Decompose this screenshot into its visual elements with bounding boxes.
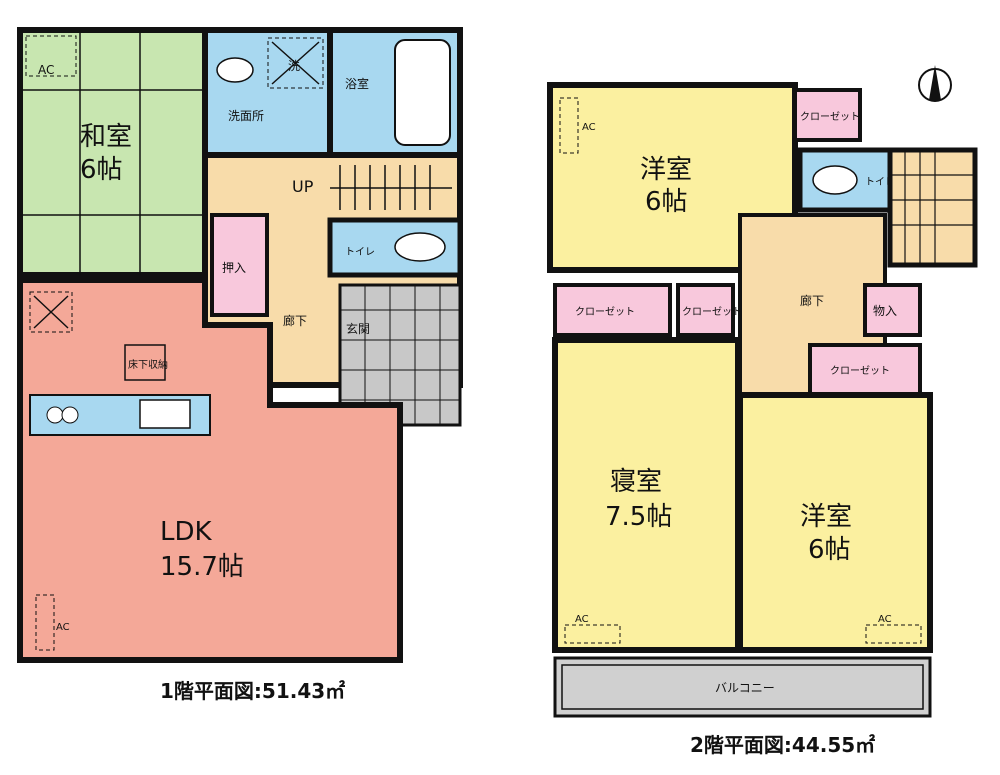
closet-mid-left-label: クローゼット bbox=[575, 306, 635, 318]
stairs-f2 bbox=[887, 147, 978, 268]
washer-box bbox=[267, 37, 324, 89]
senmenjo-label: 洗面所 bbox=[228, 109, 264, 123]
yoshitsu-bottom-room bbox=[737, 392, 933, 653]
ac-box-ldk-fan bbox=[29, 291, 73, 333]
ac-label-yoshitsu-bottom: AC bbox=[878, 614, 892, 625]
shinshitsu-size: 7.5帖 bbox=[605, 502, 672, 532]
ac-label-shinshitsu: AC bbox=[575, 614, 589, 625]
yukashita-box bbox=[124, 344, 166, 381]
tatami-grid bbox=[20, 30, 205, 275]
stairs-f1 bbox=[330, 165, 452, 210]
yoshitsu-bottom-size: 6帖 bbox=[808, 535, 851, 565]
ldk-size: 15.7帖 bbox=[160, 552, 244, 582]
balcony bbox=[553, 656, 932, 718]
washitsu-room bbox=[17, 27, 208, 278]
ac-label-washitsu: AC bbox=[38, 63, 54, 77]
washitsu-size: 6帖 bbox=[80, 155, 123, 185]
closet-mid-right-label: クローゼット bbox=[682, 306, 742, 318]
toilet-f1-label: トイレ bbox=[345, 247, 375, 258]
genkan-label: 玄関 bbox=[346, 321, 370, 336]
balcony-inner bbox=[561, 664, 924, 710]
nando-label: 物入 bbox=[873, 304, 897, 318]
balcony-label: バルコニー bbox=[715, 681, 775, 695]
toilet-f2-label: トイレ bbox=[865, 177, 895, 188]
roka-f2-label: 廊下 bbox=[800, 293, 824, 308]
toilet-f1-bowl bbox=[394, 232, 446, 262]
kitchen-sink bbox=[139, 399, 191, 429]
ac-label-ldk: AC bbox=[56, 622, 70, 633]
stairs-f2-lines bbox=[890, 150, 975, 265]
oshiire-label: 押入 bbox=[222, 261, 246, 275]
sink-shape bbox=[216, 57, 254, 83]
oshiire-closet bbox=[210, 213, 269, 317]
shinshitsu-room bbox=[552, 337, 741, 653]
ac-box-yoshitsu-bottom bbox=[865, 624, 922, 644]
stove-burner-icon bbox=[46, 406, 64, 424]
wash-label: 洗 bbox=[288, 59, 300, 73]
yoshitsu-top-size: 6帖 bbox=[645, 187, 688, 217]
toilet-f2-bowl bbox=[812, 165, 858, 195]
ldk-name: LDK bbox=[160, 517, 213, 547]
yokushitsu-label: 浴室 bbox=[345, 76, 369, 91]
closet-top bbox=[793, 88, 862, 142]
shinshitsu-name: 寝室 bbox=[610, 467, 662, 497]
ac-box-yoshitsu-top bbox=[559, 97, 579, 154]
ac-label-yoshitsu-top: AC bbox=[582, 122, 596, 133]
closet-mid-right bbox=[676, 283, 735, 337]
ac-box-washitsu bbox=[25, 35, 77, 77]
up-label: UP bbox=[292, 177, 314, 196]
genkan-tiles bbox=[340, 285, 460, 425]
closet-right-label: クローゼット bbox=[830, 365, 890, 377]
yoshitsu-bottom-name: 洋室 bbox=[800, 502, 852, 532]
closet-top-label: クローゼット bbox=[800, 111, 860, 123]
north-arrow-icon bbox=[918, 65, 952, 102]
stove-burner-icon bbox=[61, 406, 79, 424]
ac-box-ldk bbox=[35, 594, 55, 651]
floor2-caption: 2階平面図:44.55㎡ bbox=[690, 733, 875, 757]
yoshitsu-top-room bbox=[547, 82, 798, 273]
ldk-room bbox=[17, 277, 403, 663]
ac-box-shinshitsu bbox=[564, 624, 621, 644]
floor1-caption: 1階平面図:51.43㎡ bbox=[160, 679, 345, 703]
yoshitsu-top-name: 洋室 bbox=[640, 155, 692, 185]
washitsu-name: 和室 bbox=[80, 122, 132, 152]
yukashita-label: 床下収納 bbox=[128, 358, 168, 371]
closet-mid-left bbox=[553, 283, 672, 337]
bathtub bbox=[394, 39, 451, 146]
nando-closet bbox=[863, 283, 922, 337]
roka-f1-label: 廊下 bbox=[283, 313, 307, 328]
